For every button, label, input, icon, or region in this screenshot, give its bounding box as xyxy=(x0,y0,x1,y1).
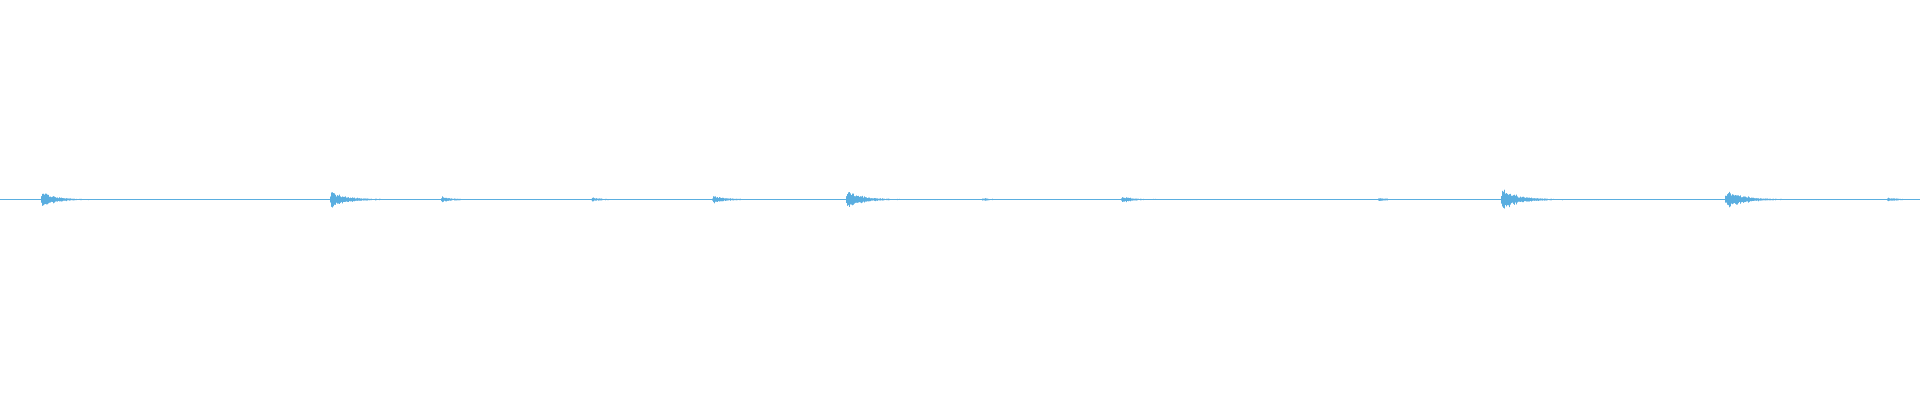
waveform-samples xyxy=(0,189,1920,209)
waveform-trace xyxy=(0,189,1920,209)
